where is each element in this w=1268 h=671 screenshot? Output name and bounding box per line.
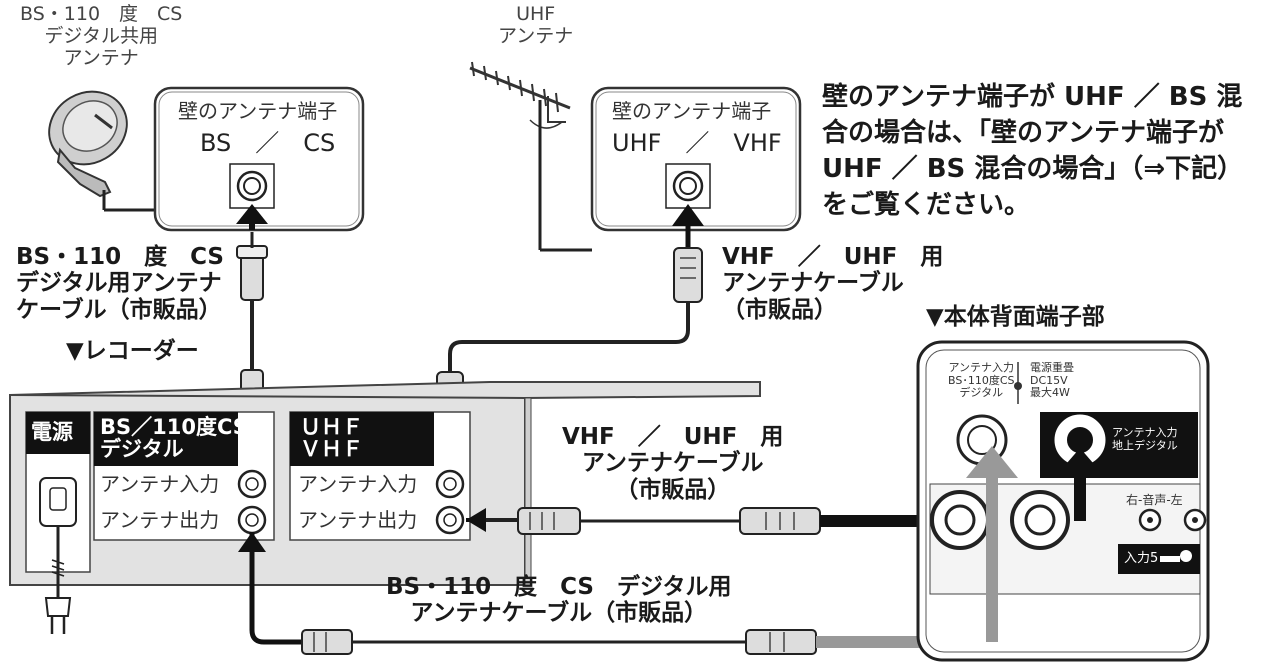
panel-terrestrial-label: アンテナ入力 地上デジタル <box>1112 426 1178 453</box>
wall-title-right: 壁のアンテナ端子 <box>612 99 772 123</box>
panel-audio-label: 右-音声-左 <box>1126 493 1183 507</box>
bs-antenna-out-label: アンテナ出力 <box>100 508 220 532</box>
power-label: 電源 <box>31 420 73 444</box>
uhf-antenna-icon <box>469 61 571 250</box>
panel-power-label: 電源重畳 DC15V 最大4W <box>1030 361 1074 400</box>
uhf-vhf-label: ＵＨＦ ＶＨＦ <box>300 415 363 462</box>
wall-sub-left: BS ／ CS <box>200 129 336 157</box>
panel-input5-label: 入力5 <box>1124 551 1159 566</box>
vhf-cable-mid-label: VHF ／ UHF 用 アンテナケーブル （市販品） <box>562 424 784 503</box>
recorder-title: ▼レコーダー <box>66 338 199 364</box>
vhf-cable-top-label: VHF ／ UHF 用 アンテナケーブル （市販品） <box>722 244 944 323</box>
satellite-dish-icon <box>48 90 128 210</box>
bs-antenna-in-label: アンテナ入力 <box>100 472 220 496</box>
uhf-antenna-label: UHF アンテナ <box>498 3 574 47</box>
wall-outlet-bs-cs <box>153 86 365 232</box>
bs-digital-label: BS／110度CS デジタル <box>100 415 248 462</box>
power-plug-icon <box>44 526 72 634</box>
bs-cable-bottom-label: BS・110 度 CS デジタル用 アンテナケーブル（市販品） <box>386 574 732 627</box>
bs-cable-top-label: BS・110 度 CS デジタル用アンテナ ケーブル（市販品） <box>16 244 224 323</box>
uhf-antenna-in-label: アンテナ入力 <box>298 472 418 496</box>
recorder-body <box>9 381 761 586</box>
wall-sub-right: UHF ／ VHF <box>612 129 782 157</box>
wall-outlet-uhf-vhf <box>590 86 802 232</box>
rear-panel <box>916 340 1210 662</box>
uhf-antenna-out-label: アンテナ出力 <box>298 508 418 532</box>
bs-antenna-label: BS・110 度 CS デジタル共用 アンテナ <box>20 3 183 69</box>
mixed-outlet-note: 壁のアンテナ端子が UHF ／ BS 混 合の場合は、「壁のアンテナ端子が UH… <box>822 82 1244 220</box>
wall-title-left: 壁のアンテナ端子 <box>178 99 338 123</box>
rear-panel-title: ▼本体背面端子部 <box>926 304 1105 330</box>
panel-bs-input-label: アンテナ入力 BS･110度CS デジタル <box>948 361 1015 400</box>
